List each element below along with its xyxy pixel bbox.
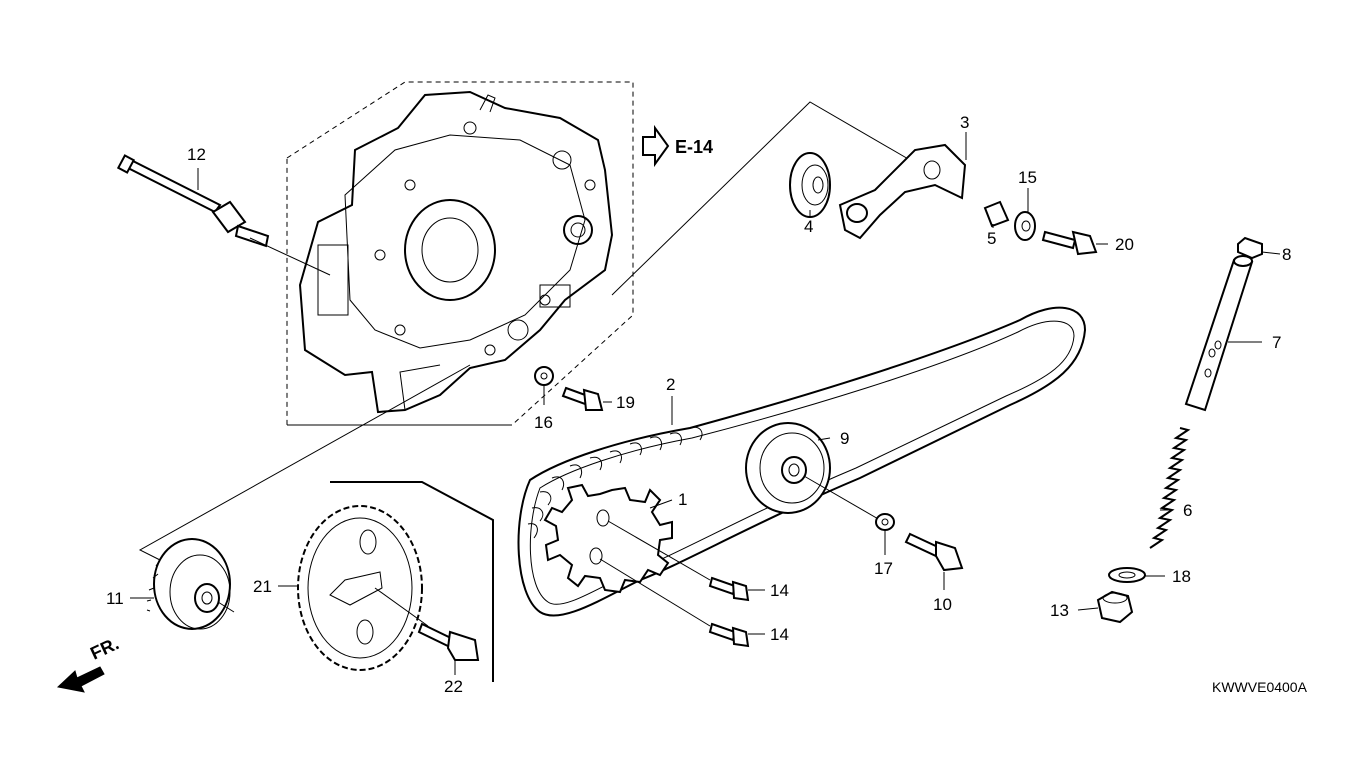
stud-12 bbox=[116, 154, 331, 276]
washer-18 bbox=[1108, 567, 1146, 583]
front-label: FR. bbox=[87, 633, 122, 663]
part-label-7: 7 bbox=[1272, 333, 1281, 352]
part-label-11: 11 bbox=[106, 589, 124, 608]
part-label-15: 15 bbox=[1018, 168, 1037, 187]
spring-6 bbox=[1149, 427, 1191, 549]
plug-13 bbox=[1096, 590, 1134, 624]
part-label-20: 20 bbox=[1115, 235, 1134, 254]
part-label-1: 1 bbox=[678, 490, 687, 509]
part-label-17: 17 bbox=[874, 559, 893, 578]
washer-17 bbox=[875, 513, 895, 531]
collar-5 bbox=[983, 200, 1010, 228]
part-label-16: 16 bbox=[534, 413, 553, 432]
part-label-13: 13 bbox=[1050, 601, 1069, 620]
arm-3 bbox=[287, 101, 967, 426]
part-label-2: 2 bbox=[666, 375, 675, 394]
chain-2 bbox=[517, 306, 1087, 617]
washer-15 bbox=[1014, 211, 1036, 241]
part-label-14a: 14 bbox=[770, 581, 789, 600]
bolts-14 bbox=[708, 576, 750, 648]
front-arrow-icon bbox=[56, 666, 105, 693]
part-label-8: 8 bbox=[1282, 245, 1291, 264]
washer-16 bbox=[534, 366, 554, 386]
part-label-6: 6 bbox=[1183, 501, 1192, 520]
diagram-code: KWWVE0400A bbox=[1212, 679, 1308, 695]
part-label-10: 10 bbox=[933, 595, 952, 614]
part-label-22: 22 bbox=[444, 677, 463, 696]
part-label-12: 12 bbox=[187, 145, 206, 164]
part-label-5: 5 bbox=[987, 229, 996, 248]
sprocket-1 bbox=[543, 483, 711, 627]
part-label-18: 18 bbox=[1172, 567, 1191, 586]
bolt-10 bbox=[904, 532, 964, 572]
bolt-20 bbox=[1041, 230, 1098, 256]
sprocket-11 bbox=[146, 538, 235, 630]
reference-label: E-14 bbox=[675, 137, 713, 157]
sprocket-4 bbox=[789, 152, 831, 218]
roller-9 bbox=[745, 422, 881, 521]
part-label-14b: 14 bbox=[770, 625, 789, 644]
part-label-4: 4 bbox=[804, 217, 813, 236]
leader-crankcase-11 bbox=[138, 364, 471, 561]
tensioner-7 bbox=[1184, 255, 1254, 412]
sprocket-21 bbox=[297, 481, 494, 682]
cap-8 bbox=[1237, 236, 1263, 260]
bolt-22 bbox=[417, 622, 480, 661]
reference-arrow bbox=[642, 124, 670, 168]
part-label-19: 19 bbox=[616, 393, 635, 412]
crankcase-group bbox=[286, 81, 634, 426]
leader-lines bbox=[130, 132, 1281, 675]
bolt-19 bbox=[561, 386, 604, 411]
part-label-9: 9 bbox=[840, 429, 849, 448]
part-label-21: 21 bbox=[253, 577, 272, 596]
part-label-3: 3 bbox=[960, 113, 969, 132]
